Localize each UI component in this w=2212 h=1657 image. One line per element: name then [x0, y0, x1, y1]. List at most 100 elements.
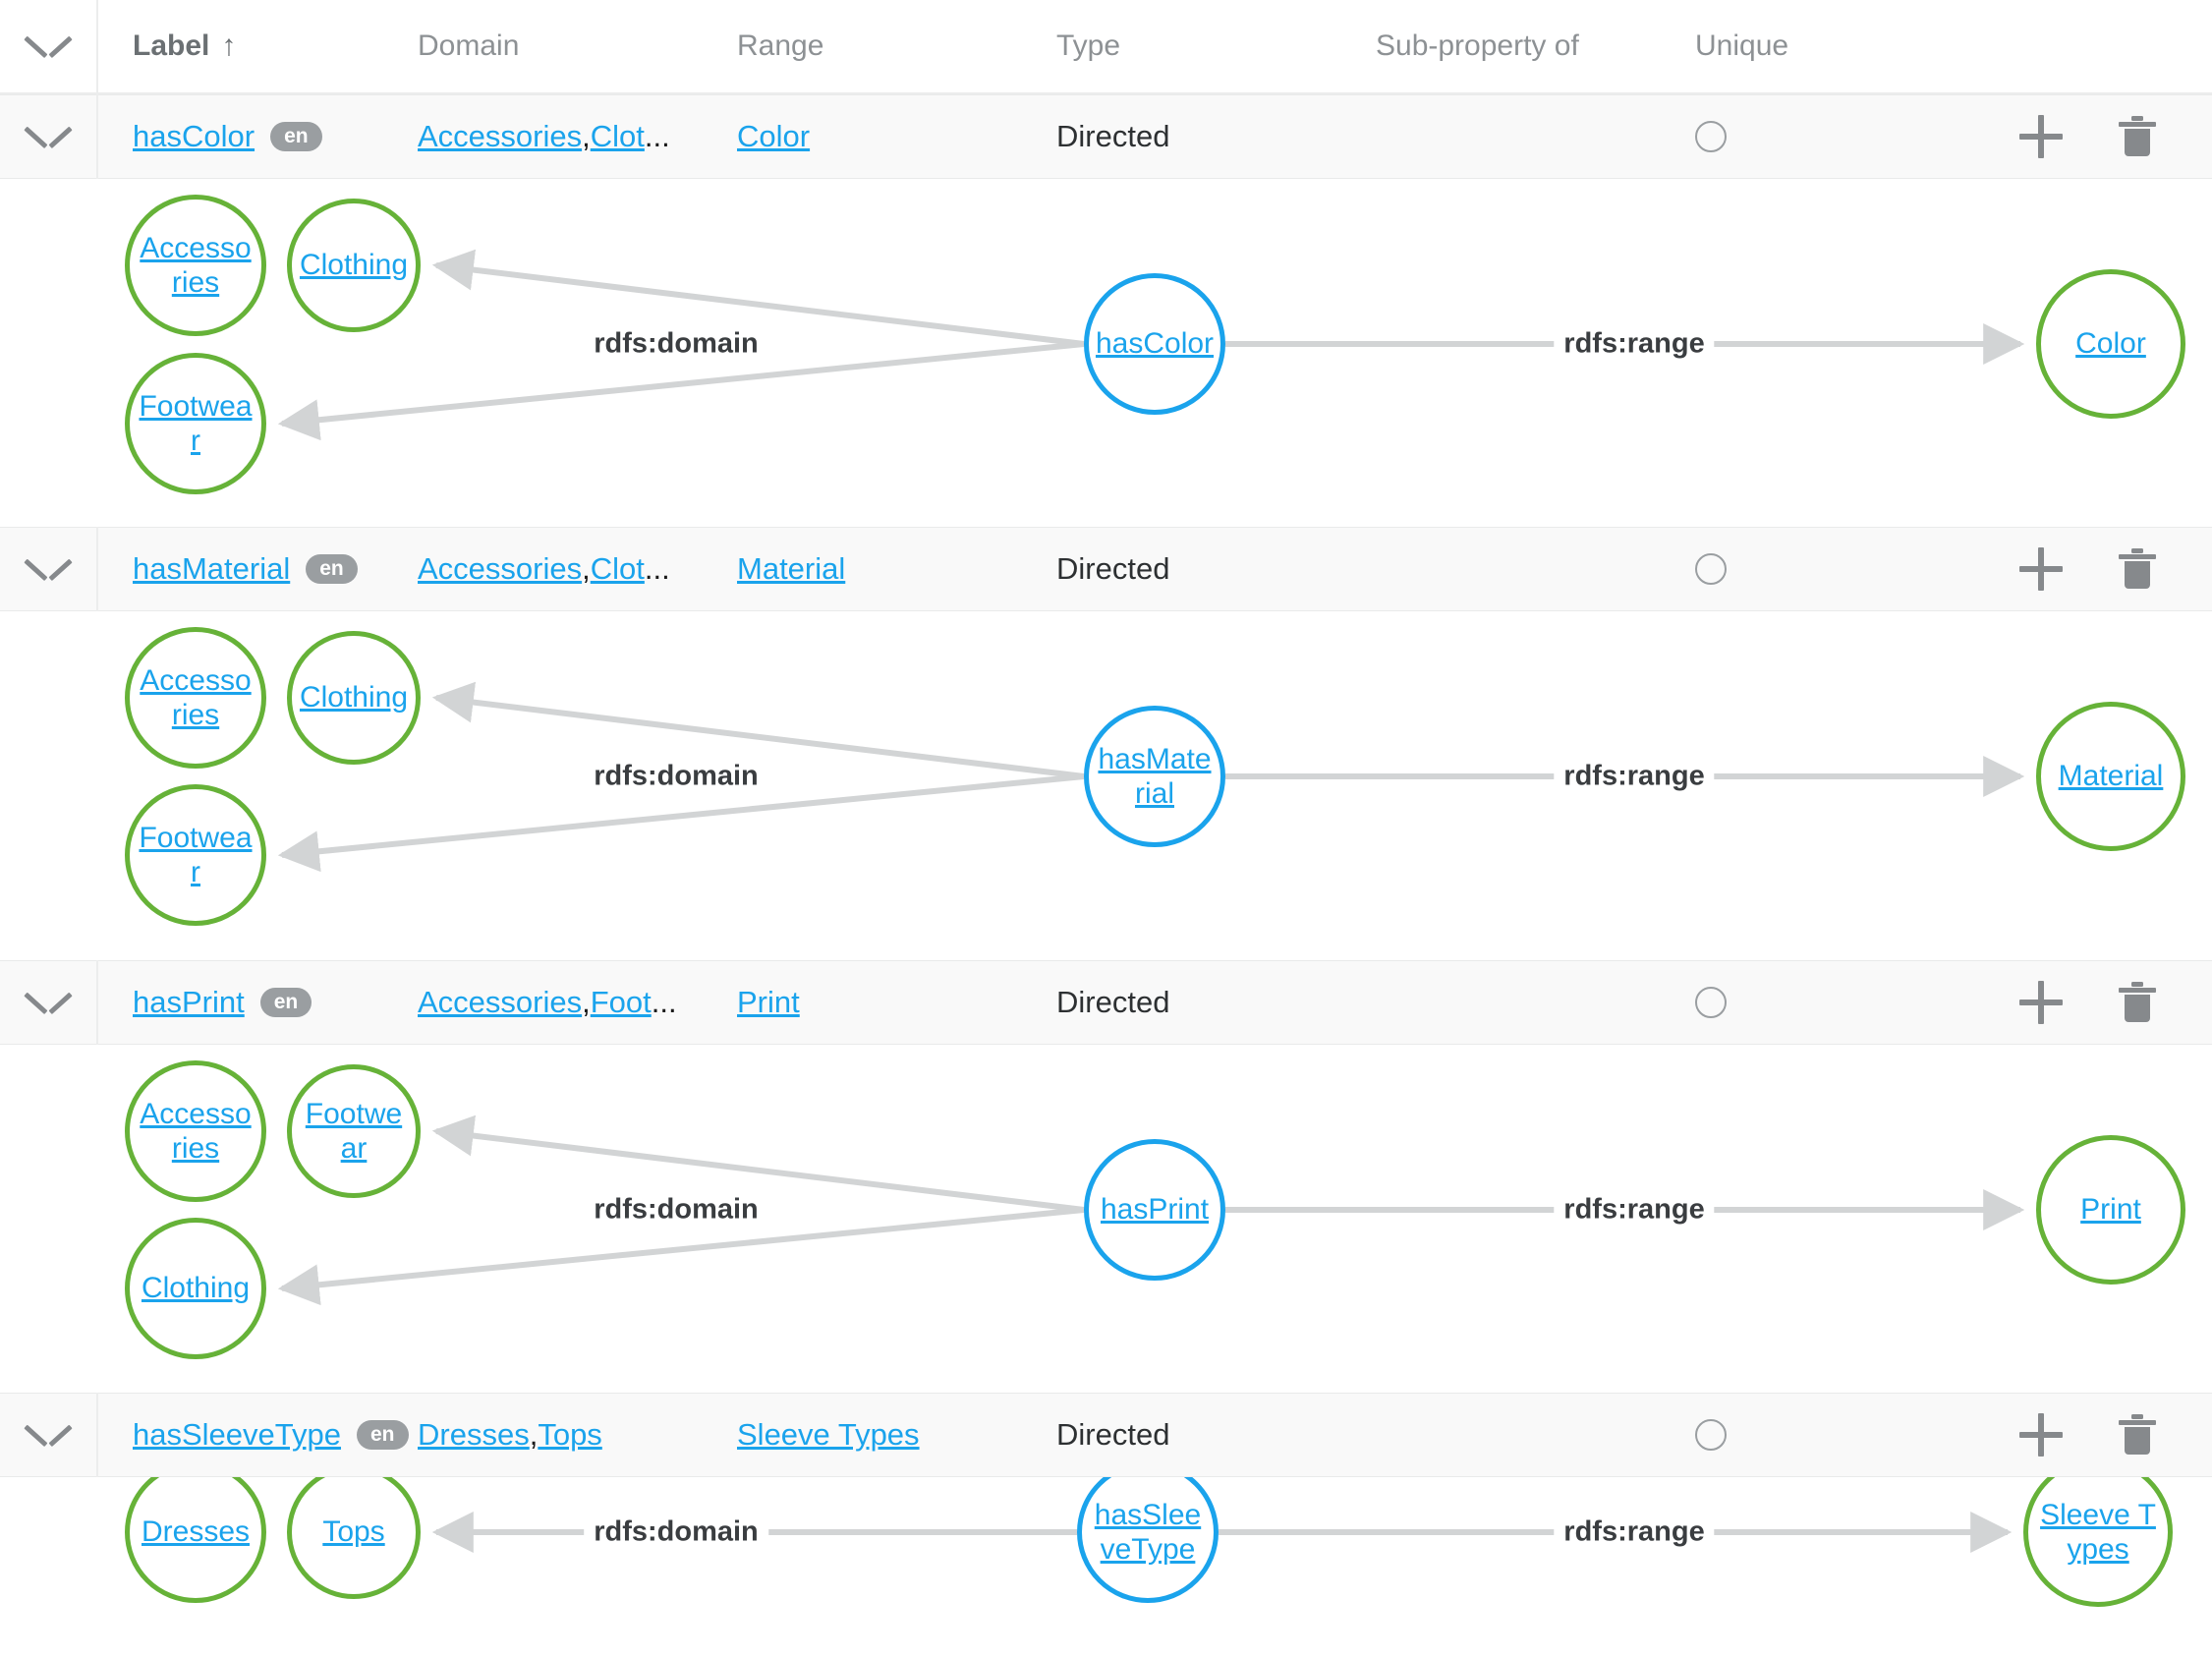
chevron-down-icon[interactable] — [26, 556, 71, 582]
unique-radio[interactable] — [1695, 553, 1727, 585]
row-expand-cell[interactable] — [0, 527, 98, 611]
domain-link[interactable]: Tops — [538, 1417, 602, 1452]
graph-node-property[interactable]: hasSleeveType — [1077, 1477, 1219, 1603]
trash-icon[interactable] — [2118, 115, 2157, 158]
node-label-link[interactable]: Clothing — [299, 249, 409, 282]
header-domain-text: Domain — [418, 29, 520, 62]
domain-link[interactable]: Clot — [590, 119, 645, 153]
sort-ascending-icon[interactable]: ↑ — [221, 29, 237, 62]
node-label-link[interactable]: Footwear — [139, 821, 253, 888]
node-label-link[interactable]: hasSleeveType — [1094, 1498, 1202, 1566]
expand-all-cell[interactable] — [0, 0, 98, 93]
node-label-link[interactable]: Footwear — [305, 1097, 403, 1165]
domain-separator: , — [582, 551, 591, 586]
type-value: Directed — [1056, 985, 1170, 1019]
graph-node-class[interactable]: Clothing — [125, 1218, 266, 1359]
node-label-link[interactable]: Tops — [322, 1515, 385, 1549]
trash-icon[interactable] — [2118, 547, 2157, 591]
node-label-link[interactable]: Accessories — [140, 663, 252, 731]
header-subproperty-cell[interactable]: Sub-property of — [1376, 29, 1695, 63]
node-label-link[interactable]: Sleeve Types — [2040, 1498, 2156, 1566]
property-label-link[interactable]: hasMaterial — [133, 551, 291, 586]
graph-node-class[interactable]: Sleeve Types — [2023, 1477, 2173, 1607]
chevron-down-icon[interactable] — [26, 990, 71, 1015]
graph-node-class[interactable]: Material — [2036, 702, 2185, 851]
plus-icon[interactable] — [2019, 547, 2063, 591]
property-label-link[interactable]: hasSleeveType — [133, 1417, 341, 1452]
row-expand-cell[interactable] — [0, 1393, 98, 1477]
header-range-cell[interactable]: Range — [737, 29, 1056, 63]
unique-radio[interactable] — [1695, 121, 1727, 152]
header-domain-cell[interactable]: Domain — [418, 29, 737, 63]
domain-link[interactable]: Accessories — [418, 551, 583, 586]
graph-node-class[interactable]: Tops — [287, 1477, 421, 1599]
chevron-down-icon[interactable] — [26, 124, 71, 149]
header-type-cell[interactable]: Type — [1056, 29, 1376, 63]
graph-node-class[interactable]: Print — [2036, 1135, 2185, 1285]
trash-icon[interactable] — [2118, 981, 2157, 1024]
chevron-down-icon[interactable] — [26, 33, 71, 59]
row-type-cell: Directed — [1056, 985, 1376, 1020]
row-range-cell: Sleeve Types — [737, 1417, 1056, 1453]
trash-icon[interactable] — [2118, 1413, 2157, 1457]
unique-radio[interactable] — [1695, 1419, 1727, 1451]
range-link[interactable]: Sleeve Types — [737, 1417, 920, 1452]
node-label-link[interactable]: Color — [2075, 327, 2146, 361]
node-label-link[interactable]: Clothing — [141, 1272, 251, 1305]
property-label-link[interactable]: hasPrint — [133, 985, 245, 1019]
edge-label-domain: rdfs:domain — [584, 1515, 768, 1549]
domain-link[interactable]: Foot — [590, 985, 652, 1019]
node-label-link[interactable]: Accessories — [140, 231, 252, 299]
node-label-link[interactable]: Accessories — [140, 1097, 252, 1165]
header-unique-cell[interactable]: Unique — [1695, 29, 2019, 63]
range-link[interactable]: Color — [737, 119, 811, 153]
graph-node-class[interactable]: Accessories — [125, 1060, 266, 1202]
graph-node-class[interactable]: Accessories — [125, 627, 266, 769]
range-link[interactable]: Print — [737, 985, 800, 1019]
row-expand-cell[interactable] — [0, 960, 98, 1045]
graph-node-class[interactable]: Dresses — [125, 1477, 266, 1603]
domain-link[interactable]: Accessories — [418, 985, 583, 1019]
graph-node-class[interactable]: Color — [2036, 269, 2185, 419]
node-label-link[interactable]: Clothing — [299, 681, 409, 714]
row-expand-cell[interactable] — [0, 94, 98, 179]
type-value: Directed — [1056, 1417, 1170, 1452]
node-label-link[interactable]: hasPrint — [1100, 1193, 1210, 1227]
domain-link[interactable]: Accessories — [418, 119, 583, 153]
node-label-link[interactable]: Footwear — [139, 389, 253, 457]
graph-node-class[interactable]: Clothing — [287, 199, 421, 332]
graph-node-property[interactable]: hasPrint — [1084, 1139, 1225, 1281]
node-label-link[interactable]: hasMaterial — [1098, 742, 1212, 810]
node-label-link[interactable]: Dresses — [141, 1515, 251, 1549]
header-unique-text: Unique — [1695, 29, 1789, 62]
plus-icon[interactable] — [2019, 981, 2063, 1024]
graph-node-class[interactable]: Footwear — [287, 1064, 421, 1198]
graph-node-property[interactable]: hasColor — [1084, 273, 1225, 415]
graph-node-property[interactable]: hasMaterial — [1084, 706, 1225, 847]
graph-node-class[interactable]: Clothing — [287, 631, 421, 765]
edge-label-range: rdfs:range — [1554, 1515, 1715, 1549]
property-label-link[interactable]: hasColor — [133, 119, 255, 153]
property-graph: Dresses Tops hasSleeveType Sleeve Types rdfs… — [0, 1477, 2212, 1619]
language-badge: en — [356, 1420, 409, 1450]
plus-icon[interactable] — [2019, 1413, 2063, 1457]
unique-radio[interactable] — [1695, 987, 1727, 1018]
graph-node-class[interactable]: Footwear — [125, 353, 266, 494]
graph-node-class[interactable]: Accessories — [125, 195, 266, 336]
chevron-down-icon[interactable] — [26, 1422, 71, 1448]
header-label-cell[interactable]: Label ↑ — [98, 29, 418, 63]
range-link[interactable]: Material — [737, 551, 846, 586]
graph-node-class[interactable]: Footwear — [125, 784, 266, 926]
domain-link[interactable]: Clot — [590, 551, 645, 586]
node-label-link[interactable]: Print — [2080, 1193, 2141, 1227]
node-label-link[interactable]: hasColor — [1095, 327, 1215, 361]
node-label-link[interactable]: Material — [2058, 760, 2164, 793]
domain-link[interactable]: Dresses — [418, 1417, 530, 1452]
plus-icon[interactable] — [2019, 115, 2063, 158]
